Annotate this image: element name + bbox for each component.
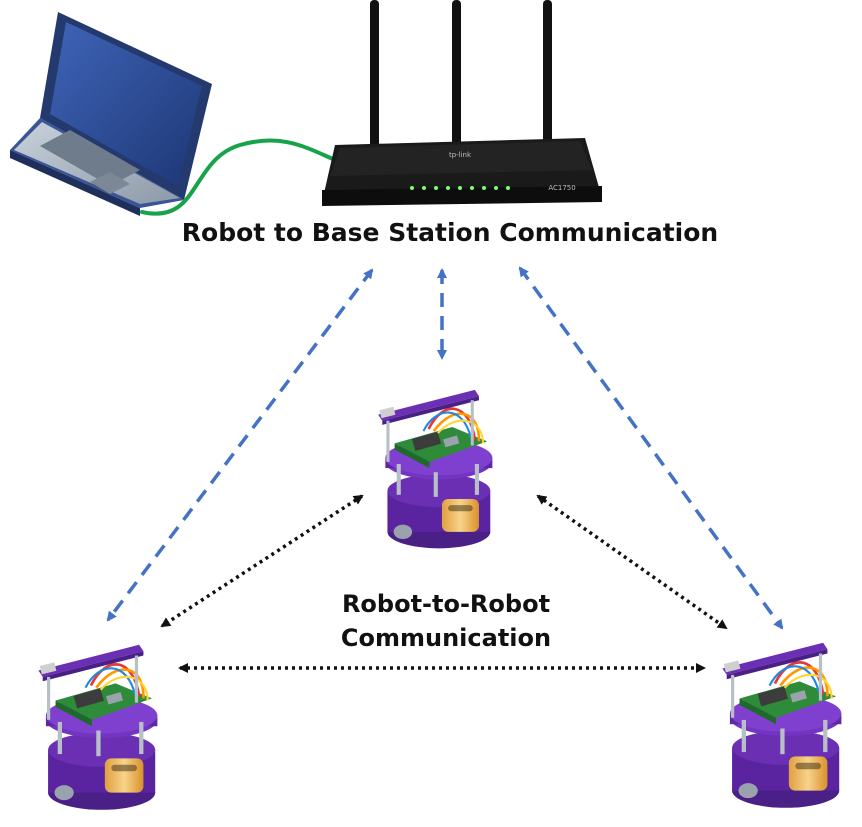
robot-center-icon xyxy=(376,388,494,550)
base-station-label: Robot to Base Station Communication xyxy=(181,218,719,247)
robot-left-icon xyxy=(37,643,159,812)
robot-to-robot-label: Robot-to-Robot Communication xyxy=(296,587,596,655)
robot-right-icon xyxy=(721,641,843,810)
router-brand-label: tp-link xyxy=(449,151,472,159)
router-model-label: AC1750 xyxy=(548,184,575,192)
robot-link-center-right xyxy=(536,494,728,630)
laptop-icon xyxy=(10,12,212,216)
robot-to-robot-label-line2: Communication xyxy=(340,624,552,652)
router-icon: tp-link AC1750 xyxy=(322,0,602,206)
robot-link-left-center xyxy=(160,494,364,628)
robot-to-robot-label-line1: Robot-to-Robot xyxy=(341,590,551,618)
ethernet-cable xyxy=(140,138,342,216)
base-link-right xyxy=(518,266,784,630)
base-link-left xyxy=(106,268,374,622)
router-status-leds xyxy=(410,186,510,190)
